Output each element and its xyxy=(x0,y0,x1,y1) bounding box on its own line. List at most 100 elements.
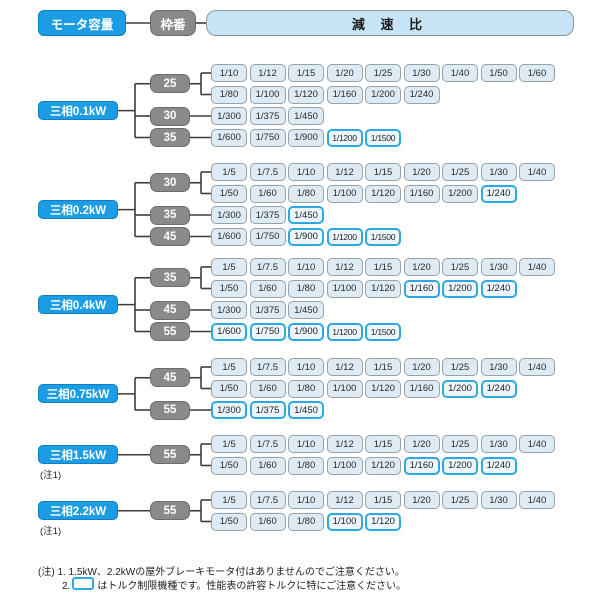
ratio-box: 1/5 xyxy=(211,491,247,509)
ratio-box: 1/20 xyxy=(326,64,363,82)
ratio-box: 1/12 xyxy=(326,163,363,181)
frame-number-box: 45 xyxy=(150,368,190,388)
ratio-box-torque-limited: 1/450 xyxy=(288,401,324,419)
motor-footnote: (注1) xyxy=(40,526,62,538)
ratio-box: 1/200 xyxy=(365,85,401,104)
ratio-box-torque-limited: 1/1200 xyxy=(326,322,363,341)
motor-capacity-label: 三相1.5kW xyxy=(38,445,118,465)
ratio-box: 1/30 xyxy=(480,258,517,276)
ratio-box: 1/30 xyxy=(480,491,517,509)
ratio-box: 1/600 xyxy=(211,128,247,147)
ratio-box: 1/7.5 xyxy=(249,491,286,509)
ratio-box: 1/80 xyxy=(288,456,324,475)
motor-capacity-label: 三相0.4kW xyxy=(38,295,118,315)
ratio-box: 1/100 xyxy=(249,85,286,104)
ratio-box: 1/300 xyxy=(211,107,247,125)
ratio-box-torque-limited: 1/200 xyxy=(442,379,478,398)
ratio-box: 1/60 xyxy=(249,184,286,203)
ratio-box: 1/5 xyxy=(211,258,247,276)
ratio-box-torque-limited: 1/375 xyxy=(249,401,286,419)
ratio-box: 1/5 xyxy=(211,435,247,453)
ratio-box: 1/25 xyxy=(442,491,478,509)
ratio-box: 1/450 xyxy=(288,107,324,125)
ratio-box-torque-limited: 1/1500 xyxy=(365,227,401,246)
frame-number-box: 35 xyxy=(150,128,190,147)
ratio-box: 1/12 xyxy=(326,435,363,453)
ratio-box: 1/300 xyxy=(211,301,247,319)
ratio-box: 1/40 xyxy=(519,358,555,376)
ratio-box: 1/100 xyxy=(326,184,363,203)
ratio-box-torque-limited: 1/450 xyxy=(288,206,324,224)
ratio-box: 1/900 xyxy=(288,128,324,147)
ratio-box: 1/7.5 xyxy=(249,163,286,181)
ratio-box-torque-limited: 1/200 xyxy=(442,456,478,475)
ratio-box: 1/100 xyxy=(326,379,363,398)
ratio-box: 1/40 xyxy=(519,163,555,181)
ratio-box: 1/600 xyxy=(211,227,247,246)
ratio-box-torque-limited: 1/1500 xyxy=(365,322,401,341)
frame-number-box: 45 xyxy=(150,300,190,320)
motor-capacity-label: 三相2.2kW xyxy=(38,501,118,521)
ratio-box: 1/20 xyxy=(403,258,440,276)
motor-capacity-label: 三相0.1kW xyxy=(38,101,118,121)
ratio-box: 1/40 xyxy=(519,435,555,453)
ratio-box-torque-limited: 1/900 xyxy=(288,322,324,341)
ratio-box-torque-limited: 1/750 xyxy=(249,322,286,341)
ratio-box: 1/750 xyxy=(249,227,286,246)
ratio-box: 1/15 xyxy=(365,435,401,453)
ratio-box: 1/10 xyxy=(288,258,324,276)
ratio-box: 1/750 xyxy=(249,128,286,147)
ratio-box-torque-limited: 1/1200 xyxy=(326,227,363,246)
reduction-ratio-header: 減 速 比 xyxy=(206,10,574,36)
frame-number-box: 30 xyxy=(150,106,190,126)
ratio-box: 1/80 xyxy=(288,279,324,298)
ratio-box: 1/60 xyxy=(249,379,286,398)
ratio-box-torque-limited: 1/240 xyxy=(480,379,517,398)
ratio-box: 1/30 xyxy=(480,435,517,453)
ratio-box-torque-limited: 1/160 xyxy=(403,279,440,298)
ratio-box: 1/50 xyxy=(211,279,247,298)
ratio-box: 1/300 xyxy=(211,206,247,224)
ratio-box: 1/7.5 xyxy=(249,358,286,376)
ratio-box: 1/25 xyxy=(442,358,478,376)
frame-number-box: 35 xyxy=(150,268,190,288)
ratio-box-torque-limited: 1/200 xyxy=(442,279,478,298)
ratio-box: 1/10 xyxy=(288,358,324,376)
ratio-box: 1/160 xyxy=(403,379,440,398)
ratio-box-torque-limited: 1/160 xyxy=(403,456,440,475)
frame-number-box: 25 xyxy=(150,74,190,94)
ratio-box: 1/60 xyxy=(519,64,555,82)
ratio-box: 1/10 xyxy=(288,491,324,509)
ratio-box: 1/60 xyxy=(249,512,286,531)
ratio-box: 1/15 xyxy=(288,64,324,82)
ratio-box: 1/15 xyxy=(365,258,401,276)
ratio-box: 1/10 xyxy=(288,163,324,181)
ratio-box: 1/50 xyxy=(211,379,247,398)
footnote-2: 2.はトルク制限機種です。性能表の許容トルクに特にご注意ください。 xyxy=(62,577,406,592)
footnote-2-number: 2. xyxy=(62,581,71,592)
motor-capacity-label: 三相0.75kW xyxy=(38,384,118,404)
ratio-box-torque-limited: 1/1200 xyxy=(326,128,363,147)
ratio-box: 1/50 xyxy=(480,64,517,82)
frame-number-box: 30 xyxy=(150,173,190,193)
ratio-box-torque-limited: 1/100 xyxy=(326,512,363,531)
ratio-box: 1/40 xyxy=(519,491,555,509)
ratio-box: 1/160 xyxy=(326,85,363,104)
ratio-box-torque-limited: 1/240 xyxy=(480,456,517,475)
ratio-box: 1/25 xyxy=(442,163,478,181)
ratio-box: 1/20 xyxy=(403,163,440,181)
ratio-box: 1/20 xyxy=(403,491,440,509)
ratio-box-torque-limited: 1/600 xyxy=(211,322,247,341)
ratio-box: 1/80 xyxy=(211,85,247,104)
ratio-box: 1/120 xyxy=(365,379,401,398)
ratio-box: 1/375 xyxy=(249,107,286,125)
ratio-box: 1/12 xyxy=(249,64,286,82)
ratio-box: 1/60 xyxy=(249,456,286,475)
frame-number-header: 枠番 xyxy=(150,10,196,36)
frame-number-box: 55 xyxy=(150,400,190,420)
ratio-box: 1/25 xyxy=(442,258,478,276)
ratio-box: 1/80 xyxy=(288,379,324,398)
ratio-box: 1/120 xyxy=(365,184,401,203)
ratio-box: 1/12 xyxy=(326,491,363,509)
